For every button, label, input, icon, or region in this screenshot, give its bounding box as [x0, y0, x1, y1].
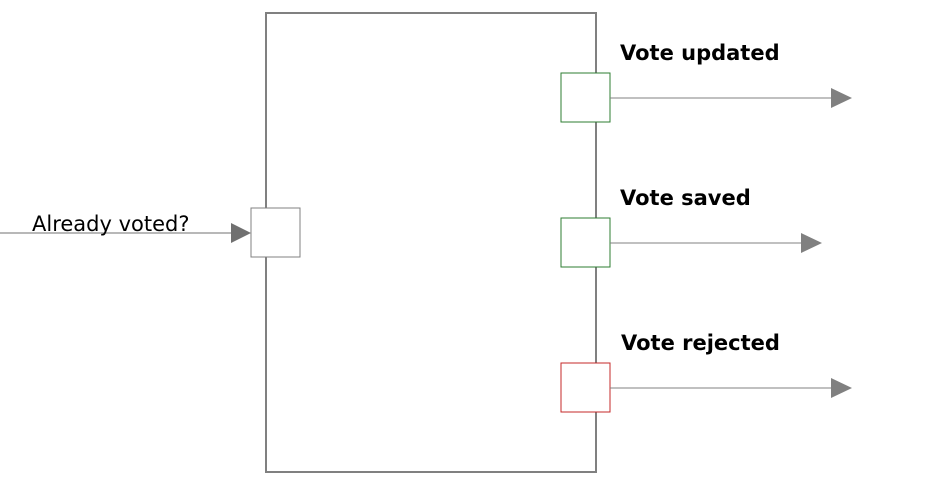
output-arrowhead-icon	[831, 378, 852, 398]
output-label-vote-saved: Vote saved	[620, 186, 751, 210]
input-port[interactable]	[250, 207, 301, 258]
input-label: Already voted?	[32, 212, 190, 236]
output-label-vote-updated: Vote updated	[620, 41, 780, 65]
output-arrowhead-icon	[801, 233, 822, 253]
output-port-vote-saved[interactable]	[560, 217, 611, 268]
output-port-vote-updated[interactable]	[560, 72, 611, 123]
output-label-vote-rejected: Vote rejected	[621, 331, 780, 355]
output-arrowhead-icon	[831, 88, 852, 108]
output-port-vote-rejected[interactable]	[560, 362, 611, 413]
process-box	[265, 12, 597, 473]
input-arrowhead-icon	[231, 223, 251, 243]
